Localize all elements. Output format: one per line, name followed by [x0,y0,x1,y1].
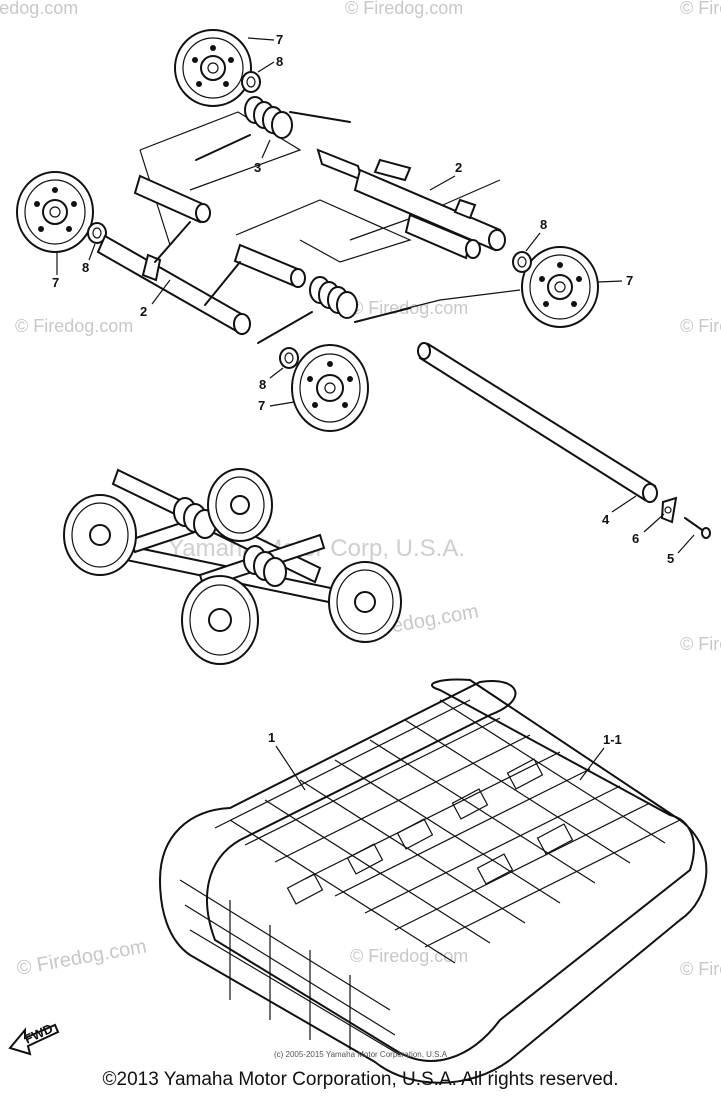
callout-4: 4 [602,512,610,527]
watermark-top-left: © Firedog.com [0,0,78,18]
wheel-bottom [291,344,369,432]
callout-8-top: 8 [276,54,283,69]
callout-7-right: 7 [626,273,633,288]
callout-2-lower: 2 [140,304,147,319]
watermark-right-mid: © Firedog.com [680,634,721,654]
suspension-arm-lower [96,174,306,335]
callout-6: 6 [632,531,639,546]
fwd-label: FWD [22,1021,55,1047]
collar-parts [87,71,532,369]
rear-axle-shaft [417,342,658,503]
footer-small-copyright: (c) 2005-2015 Yamaha Motor Corporation, … [273,1050,448,1059]
wheel-left [16,171,94,253]
spring-upper [195,96,351,161]
wheel-top [174,29,252,107]
callout-8-right: 8 [540,217,547,232]
watermark-left-lower: © Firedog.com [15,935,148,979]
callout-8-left: 8 [82,260,89,275]
plate-and-bolt [660,496,711,539]
watermark-top: © Firedog.com [345,0,463,18]
forward-arrow-icon: FWD [8,1021,60,1056]
callout-7-bottom: 7 [258,398,265,413]
assembled-suspension [63,468,402,665]
watermark-left-upper: © Firedog.com [15,316,133,336]
footer-copyright: ©2013 Yamaha Motor Corporation, U.S.A. A… [102,1069,619,1090]
track-belt [158,678,708,1084]
callout-7-left: 7 [52,275,59,290]
callout-1: 1 [268,730,275,745]
callout-7-top: 7 [276,32,283,47]
callout-5: 5 [667,551,674,566]
watermark-layer: © Firedog.com © Firedog.com © Firedog.co… [0,0,721,980]
callout-8-bottom: 8 [259,377,266,392]
suspension-arm-upper [316,148,506,260]
callout-3: 3 [254,160,261,175]
callout-labels: 7 8 3 2 7 8 2 8 7 8 7 4 6 5 1 1-1 [52,32,695,791]
watermark-right-upper: © Firedog.com [680,316,721,336]
spring-lower [257,276,411,344]
watermark-mid-lower: © Firedog.com [350,946,468,966]
callout-1-1: 1-1 [603,732,622,747]
callout-2-upper: 2 [455,160,462,175]
watermark-top-right: © Firedog.com [680,0,721,18]
wheel-right [521,246,599,328]
watermark-right-lower: © Firedog.com [680,959,721,979]
